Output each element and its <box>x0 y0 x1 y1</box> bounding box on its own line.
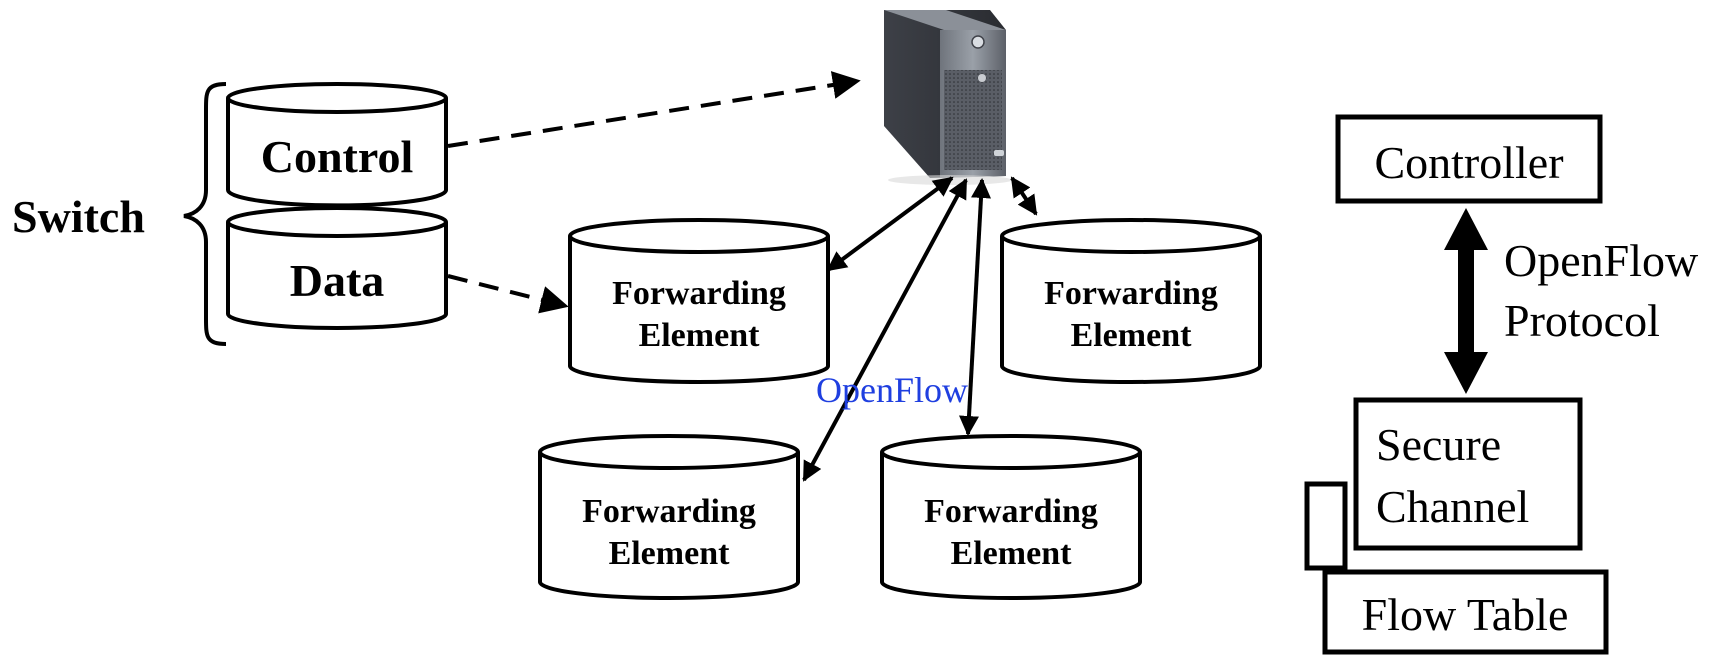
openflow-arrow-fe3 <box>802 178 968 482</box>
small-port-box <box>1304 481 1348 571</box>
forwarding-element-3: Forwarding Element <box>538 434 800 600</box>
forwarding-element-1: Forwarding Element <box>568 218 830 384</box>
secure-channel-line1: Secure <box>1376 419 1501 470</box>
tower-server-icon <box>884 10 1012 185</box>
secure-channel-box <box>1353 397 1583 551</box>
openflow-arrow-fe4 <box>959 178 991 436</box>
switch-group: Switch Control Data <box>12 82 448 346</box>
control-cylinder: Control <box>226 82 448 208</box>
data-to-forwarding-dashed-arrow <box>447 274 569 314</box>
forwarding-element-1-line2: Element <box>639 317 761 354</box>
switch-brace <box>183 82 227 346</box>
control-label: Control <box>261 131 414 182</box>
forwarding-element-4: Forwarding Element <box>880 434 1142 600</box>
openflow-arrow-fe1 <box>826 176 954 272</box>
openflow-stack: Controller OpenFlow Protocol Secure Chan… <box>1304 114 1699 655</box>
forwarding-element-2-line2: Element <box>1071 317 1193 354</box>
switch-label: Switch <box>12 191 145 242</box>
openflow-connections <box>802 176 1038 482</box>
control-to-controller-dashed-arrow <box>447 71 861 148</box>
openflow-label: OpenFlow <box>816 370 968 410</box>
flow-table-box <box>1322 569 1609 655</box>
controller-label: Controller <box>1374 137 1563 188</box>
protocol-line1: OpenFlow <box>1504 235 1699 286</box>
forwarding-element-3-line1: Forwarding <box>582 493 756 530</box>
data-label: Data <box>290 255 385 306</box>
data-cylinder: Data <box>226 206 448 330</box>
forwarding-element-3-line2: Element <box>609 535 731 572</box>
secure-channel-line2: Channel <box>1376 481 1529 532</box>
forwarding-element-2-line1: Forwarding <box>1044 275 1218 312</box>
forwarding-element-1-line1: Forwarding <box>612 275 786 312</box>
flow-table-label: Flow Table <box>1362 589 1569 640</box>
protocol-line2: Protocol <box>1504 295 1660 346</box>
bidirectional-arrow-icon <box>1444 208 1488 394</box>
openflow-arrow-fe2 <box>1010 176 1038 216</box>
forwarding-element-4-line2: Element <box>951 535 1073 572</box>
forwarding-element-2: Forwarding Element <box>1000 218 1262 384</box>
forwarding-element-4-line1: Forwarding <box>924 493 1098 530</box>
controller-box <box>1335 114 1603 204</box>
